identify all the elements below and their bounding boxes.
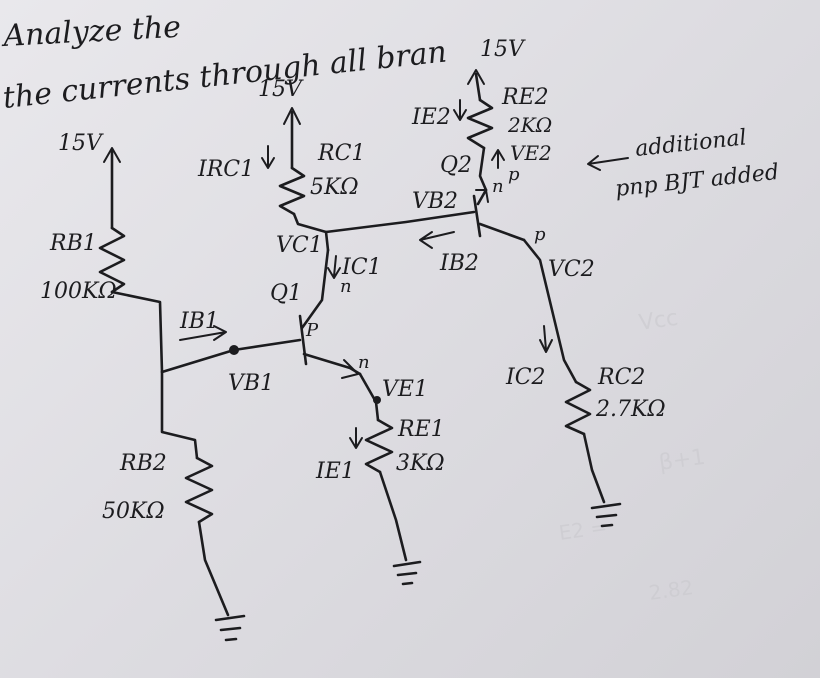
q1-base-type: P: [305, 320, 319, 341]
ic2-label: IC2: [505, 365, 546, 390]
note-arrow-icon: [587, 155, 629, 171]
note-line-2: pnp BJT added: [614, 160, 780, 202]
header-line-1: Analyze the: [0, 10, 182, 54]
rb2-value: 50KΩ: [102, 499, 165, 524]
q2-base-type: n: [492, 176, 504, 197]
rc1-supply-label: 15V: [258, 77, 304, 102]
ground-icon-re1: [392, 560, 422, 586]
rb1-supply-label: 15V: [58, 131, 104, 156]
ib1-arrow-icon: [179, 325, 227, 341]
ib2-label: IB2: [439, 251, 479, 276]
note-line-1: additional: [634, 125, 748, 162]
rb2-branch: RB2 50KΩ: [102, 370, 246, 642]
re1-branch: VE1 RE1 3KΩ IE1: [315, 372, 445, 586]
ground-icon-rb2: [214, 614, 246, 642]
ve2-arrow-icon: [491, 149, 505, 169]
rb2-resistor: [184, 456, 214, 524]
ve1-label: VE1: [382, 377, 428, 402]
rb1-resistor: [98, 226, 126, 294]
re2-name: RE2: [501, 85, 549, 110]
re2-value: 2KΩ: [507, 113, 552, 137]
irc1-arrow-icon: [261, 145, 275, 169]
rc2-value: 2.7KΩ: [595, 397, 666, 422]
rc1-resistor: [278, 166, 306, 216]
ie1-label: IE1: [315, 459, 355, 484]
q2-collector-type: p: [534, 224, 546, 245]
transistor-q2: Q2 n p: [440, 153, 546, 245]
rb1-branch: 15V RB1 100KΩ: [40, 131, 164, 374]
re1-name: RE1: [397, 417, 445, 442]
svg-text:2.82: 2.82: [647, 575, 694, 605]
rb1-name: RB1: [49, 231, 97, 256]
q1-label: Q1: [270, 281, 302, 306]
q1-base-wire: IB1 VB1: [160, 309, 302, 396]
vc2-label: VC2: [548, 257, 595, 282]
ve2-label: VE2: [510, 141, 552, 165]
vb2-label: VB2: [412, 189, 458, 214]
q2-base-wire: VB2 IB2: [324, 189, 479, 276]
svg-text:Vcc: Vcc: [637, 306, 679, 336]
svg-text:E2 =: E2 =: [557, 514, 608, 545]
rc1-name: RC1: [317, 141, 365, 166]
ic1-label: IC1: [341, 255, 382, 280]
ie2-arrow-icon: [453, 99, 467, 121]
rc2-name: RC2: [597, 365, 645, 390]
bleed-through: Vcc β+1 E2 = 2.82: [557, 306, 707, 605]
vc1-label: VC1: [276, 233, 323, 258]
rc1-branch: 15V RC1 5KΩ IRC1 VC1 IC1: [197, 77, 382, 280]
rb1-value: 100KΩ: [40, 279, 117, 304]
rb2-name: RB2: [119, 451, 167, 476]
q1-collector-type: n: [340, 276, 352, 297]
svg-text:β+1: β+1: [657, 445, 707, 476]
q1-emitter-type: n: [358, 352, 370, 373]
ie1-arrow-icon: [349, 427, 363, 449]
rc2-resistor: [564, 380, 592, 436]
rc1-value: 5KΩ: [310, 175, 359, 200]
re1-value: 3KΩ: [396, 451, 445, 476]
annotation: additional pnp BJT added: [587, 125, 780, 202]
ib2-arrow-icon: [419, 231, 455, 249]
ie2-label: IE2: [411, 105, 451, 130]
vb1-label: VB1: [228, 371, 274, 396]
ground-icon-rc2: [590, 502, 622, 528]
irc1-label: IRC1: [197, 157, 254, 182]
ic1-arrow-icon: [327, 255, 341, 279]
q2-label: Q2: [440, 153, 472, 178]
transistor-q1: Q1 n P n: [270, 248, 370, 379]
q2-emitter-type: p: [508, 164, 520, 185]
re2-resistor: [466, 98, 494, 150]
ib1-label: IB1: [179, 309, 219, 334]
ic2-arrow-icon: [539, 325, 553, 353]
rc2-branch: VC2 IC2 RC2 2.7KΩ: [505, 238, 666, 528]
re2-supply-label: 15V: [480, 37, 526, 62]
re2-branch: 15V RE2 2KΩ IE2 VE2 p: [411, 37, 552, 192]
re1-resistor: [364, 418, 394, 474]
